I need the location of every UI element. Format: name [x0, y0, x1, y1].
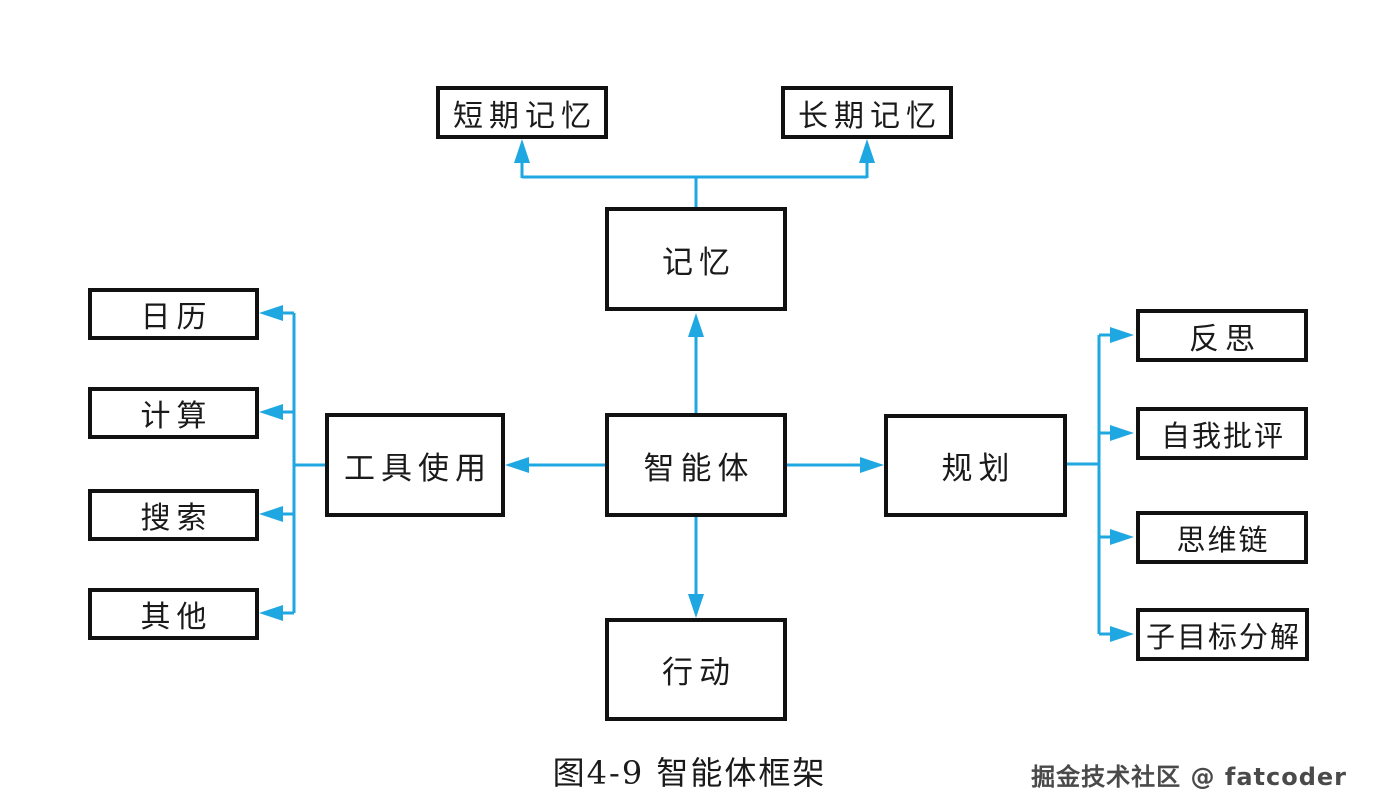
node-planning: 规划 [884, 414, 1067, 517]
arrowhead-left-tool-use [505, 457, 529, 473]
node-tool-use: 工具使用 [325, 413, 505, 517]
node-calendar: 日历 [88, 288, 259, 340]
agent-to-action-connector [688, 517, 704, 618]
arrowhead-left-calculation [259, 404, 283, 420]
agent-to-memory-connector [688, 313, 704, 413]
arrowhead-up-memory [688, 313, 704, 337]
node-short-term-memory: 短期记忆 [436, 86, 608, 139]
arrowhead-down-action [688, 594, 704, 618]
arrowhead-left-other [259, 605, 283, 621]
agent-to-planning-connector [787, 457, 884, 473]
node-calculation: 计算 [88, 387, 259, 439]
node-self-criticism: 自我批评 [1136, 407, 1308, 460]
memory-branch-connector [514, 139, 875, 207]
arrowhead-up-long-term [859, 139, 875, 163]
node-other: 其他 [88, 588, 259, 640]
arrowhead-left-calendar [259, 305, 283, 321]
node-long-term-memory: 长期记忆 [781, 86, 953, 139]
node-reflection: 反思 [1136, 309, 1308, 362]
arrowhead-left-search [259, 506, 283, 522]
agent-to-tool-connector [505, 457, 605, 473]
arrowhead-right-chain-of-thought [1110, 529, 1134, 545]
arrowhead-right-self-criticism [1110, 425, 1134, 441]
watermark: 掘金技术社区 @ fatcoder [1031, 763, 1347, 791]
arrowhead-right-planning [860, 457, 884, 473]
planning-branch-connector [1067, 327, 1134, 642]
figure-caption: 图4-9 智能体框架 [552, 754, 827, 792]
node-action: 行动 [605, 618, 787, 721]
node-agent: 智能体 [605, 413, 787, 517]
node-search: 搜索 [88, 489, 259, 541]
node-chain-of-thought: 思维链 [1136, 511, 1308, 564]
node-subgoal-decomposition: 子目标分解 [1136, 608, 1309, 661]
arrowhead-up-short-term [514, 139, 530, 163]
arrowhead-right-subgoal [1110, 626, 1134, 642]
node-memory: 记忆 [605, 207, 787, 311]
tool-branch-connector [259, 305, 325, 621]
arrowhead-right-reflection [1110, 327, 1134, 343]
